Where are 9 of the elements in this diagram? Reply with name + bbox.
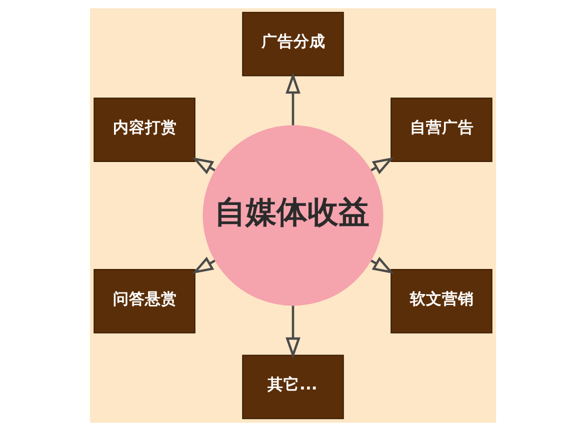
arrow xyxy=(286,306,300,359)
node-box: 自营广告 xyxy=(390,98,492,162)
node-box: 问答悬赏 xyxy=(94,269,196,334)
node-circle: 自媒体收益 xyxy=(202,125,384,306)
node-box: 广告分成 xyxy=(242,12,344,76)
node-box: 软文营销 xyxy=(390,269,492,334)
node-box: 内容打赏 xyxy=(94,98,196,162)
node-box: 其它... xyxy=(242,354,344,420)
arrow xyxy=(286,72,300,126)
